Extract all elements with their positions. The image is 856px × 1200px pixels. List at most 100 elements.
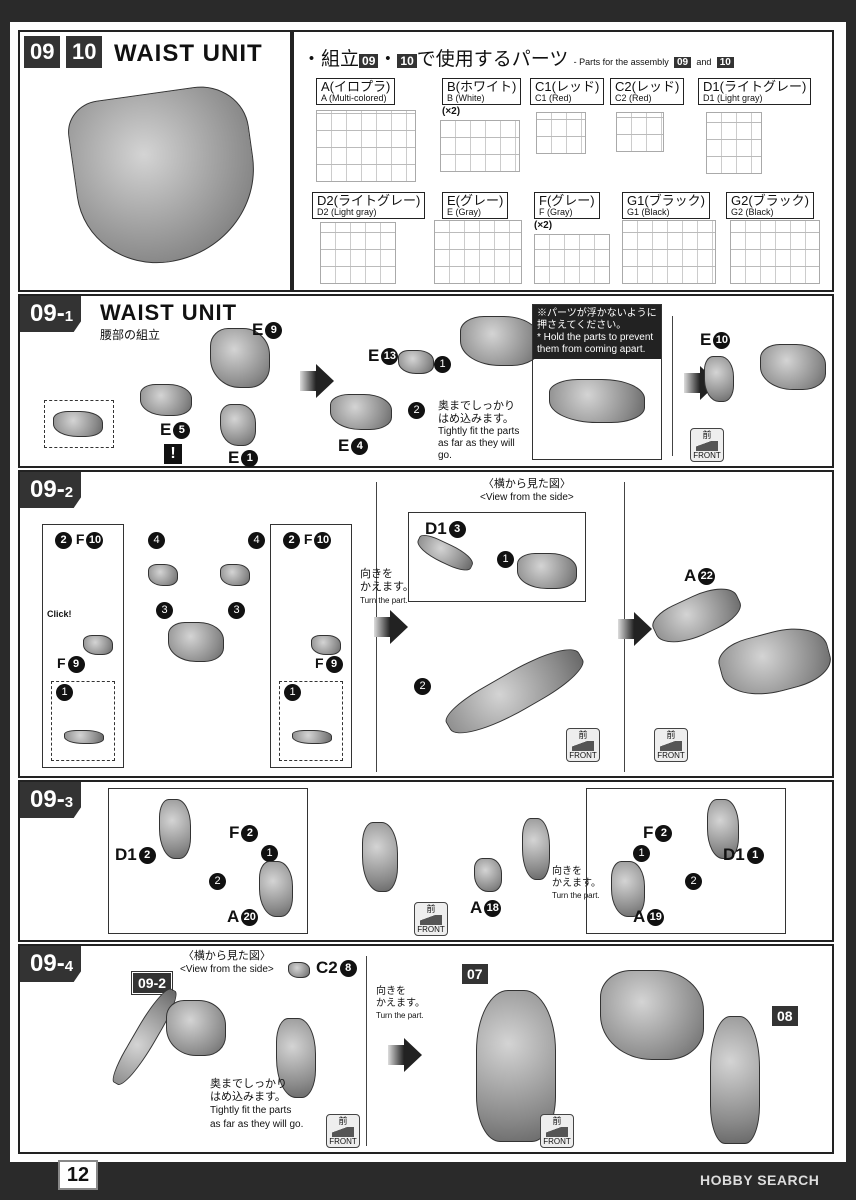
- part-e13: [398, 350, 434, 374]
- waist-unit-assembly: [600, 970, 704, 1060]
- part-e4: [330, 394, 392, 430]
- runner-g2: [730, 220, 820, 284]
- text-label: 2: [655, 825, 673, 843]
- ref-07: 07: [462, 964, 488, 984]
- text-label: 向きを かえます。: [360, 568, 414, 594]
- part-e10: [704, 356, 734, 402]
- text-label: E: [228, 448, 240, 467]
- text-label: 1: [633, 845, 650, 862]
- text-label: 18: [484, 900, 502, 918]
- text-label: 1: [284, 684, 301, 701]
- step-3-marker: 3: [156, 602, 173, 619]
- text-label: Tightly fit the parts as far as they wil…: [438, 426, 520, 462]
- step-badge-09: 09: [24, 36, 61, 68]
- waist-unit-illustration: [64, 80, 266, 274]
- text-label: FRONT: [417, 925, 445, 934]
- text-label: FRONT: [693, 451, 721, 460]
- text-label: D1: [723, 845, 745, 864]
- step-4-marker: 4: [248, 532, 265, 549]
- text-label: FRONT: [329, 1137, 357, 1146]
- text-label: 4: [351, 438, 369, 456]
- runner-d2: [320, 222, 396, 284]
- part-left: [148, 564, 178, 586]
- text-label: 2: [241, 825, 259, 843]
- step-number: 09-3: [20, 782, 82, 818]
- text-label: 10: [314, 531, 332, 549]
- step-title-jp: 腰部の組立: [100, 328, 161, 342]
- text-label: 09-: [30, 476, 65, 503]
- waist-side: [166, 1000, 226, 1056]
- text-label: C2(レッド): [615, 79, 680, 94]
- fit-note: 奥までしっかり はめ込みます。Tightly fit the parts as …: [438, 400, 522, 463]
- text-label: 〈横から見た図〉: [182, 950, 271, 962]
- text-label: 1: [497, 551, 514, 568]
- text-label: E: [368, 346, 380, 365]
- ref-10: 10: [397, 54, 417, 68]
- text-label: 2: [685, 873, 702, 890]
- step-09-4: 09-4 〈横から見た図〉<View from the side> 09-2 C…: [18, 944, 834, 1154]
- step-number: 09-1: [20, 296, 82, 332]
- text-label: 9: [325, 655, 343, 673]
- waist-assembly: [760, 344, 826, 390]
- text-label: E: [338, 436, 350, 455]
- step-number: 09-2: [20, 472, 82, 508]
- text-label: D1: [425, 519, 447, 538]
- text-label: 5: [173, 422, 191, 440]
- text-label: Turn the part.: [552, 891, 600, 900]
- step-3-marker: 3: [228, 602, 245, 619]
- leg-08: [710, 1016, 760, 1144]
- runner-label-c1: C1(レッド)C1 (Red): [530, 78, 605, 106]
- text-label: 22: [698, 568, 716, 586]
- text-label: FRONT: [569, 751, 597, 760]
- part-left-armor: [362, 822, 398, 892]
- runner-b-multiplier: (×2): [442, 106, 461, 117]
- runner-d1: [706, 112, 762, 174]
- text-label: E (Gray): [447, 206, 482, 217]
- part-c2: [288, 962, 310, 978]
- side-view-title: 〈横から見た図〉<View from the side>: [180, 950, 274, 976]
- runner-label-b: B(ホワイト)B (White): [442, 78, 522, 106]
- text-label: FRONT: [657, 751, 685, 760]
- part-e1: [220, 404, 256, 446]
- text-label: 向きを かえます。: [376, 986, 425, 1009]
- text-label: 8: [339, 960, 357, 978]
- text-label: G1 (Black): [627, 206, 670, 217]
- click-label: Click!: [47, 609, 72, 619]
- text-label: D2 (Light gray): [317, 206, 377, 217]
- text-label: FRONT: [543, 1137, 571, 1146]
- part-e9-assembled: [460, 316, 540, 366]
- text-label: 9: [67, 655, 85, 673]
- text-label: A (Multi-colored): [321, 92, 387, 103]
- section-title: WAIST UNIT: [114, 40, 263, 67]
- text-label: 〈横から見た図〉: [482, 478, 571, 490]
- text-label: F: [303, 531, 313, 547]
- text-label: 向きを かえます。: [552, 866, 601, 889]
- text-label: 2: [283, 531, 300, 549]
- text-label: 前: [702, 430, 712, 440]
- text-label: A: [633, 907, 646, 926]
- ref-10-en: 10: [716, 57, 734, 68]
- ref-09-2: 09-2: [130, 971, 174, 995]
- side-armor: [276, 1018, 316, 1098]
- text-label: D1(ライトグレー): [703, 79, 807, 94]
- runner-label-c2: C2(レッド)C2 (Red): [610, 78, 685, 106]
- text-label: A: [227, 907, 240, 926]
- text-label: C2: [316, 958, 338, 977]
- turn-note: 向きを かえます。 Turn the part.: [552, 866, 601, 902]
- text-label: 2: [138, 847, 156, 865]
- text-label: F: [643, 823, 654, 842]
- runner-label-g1: G1(ブラック)G1 (Black): [622, 192, 711, 220]
- text-label: 09-: [30, 786, 65, 813]
- text-label: C1(レッド): [535, 79, 600, 94]
